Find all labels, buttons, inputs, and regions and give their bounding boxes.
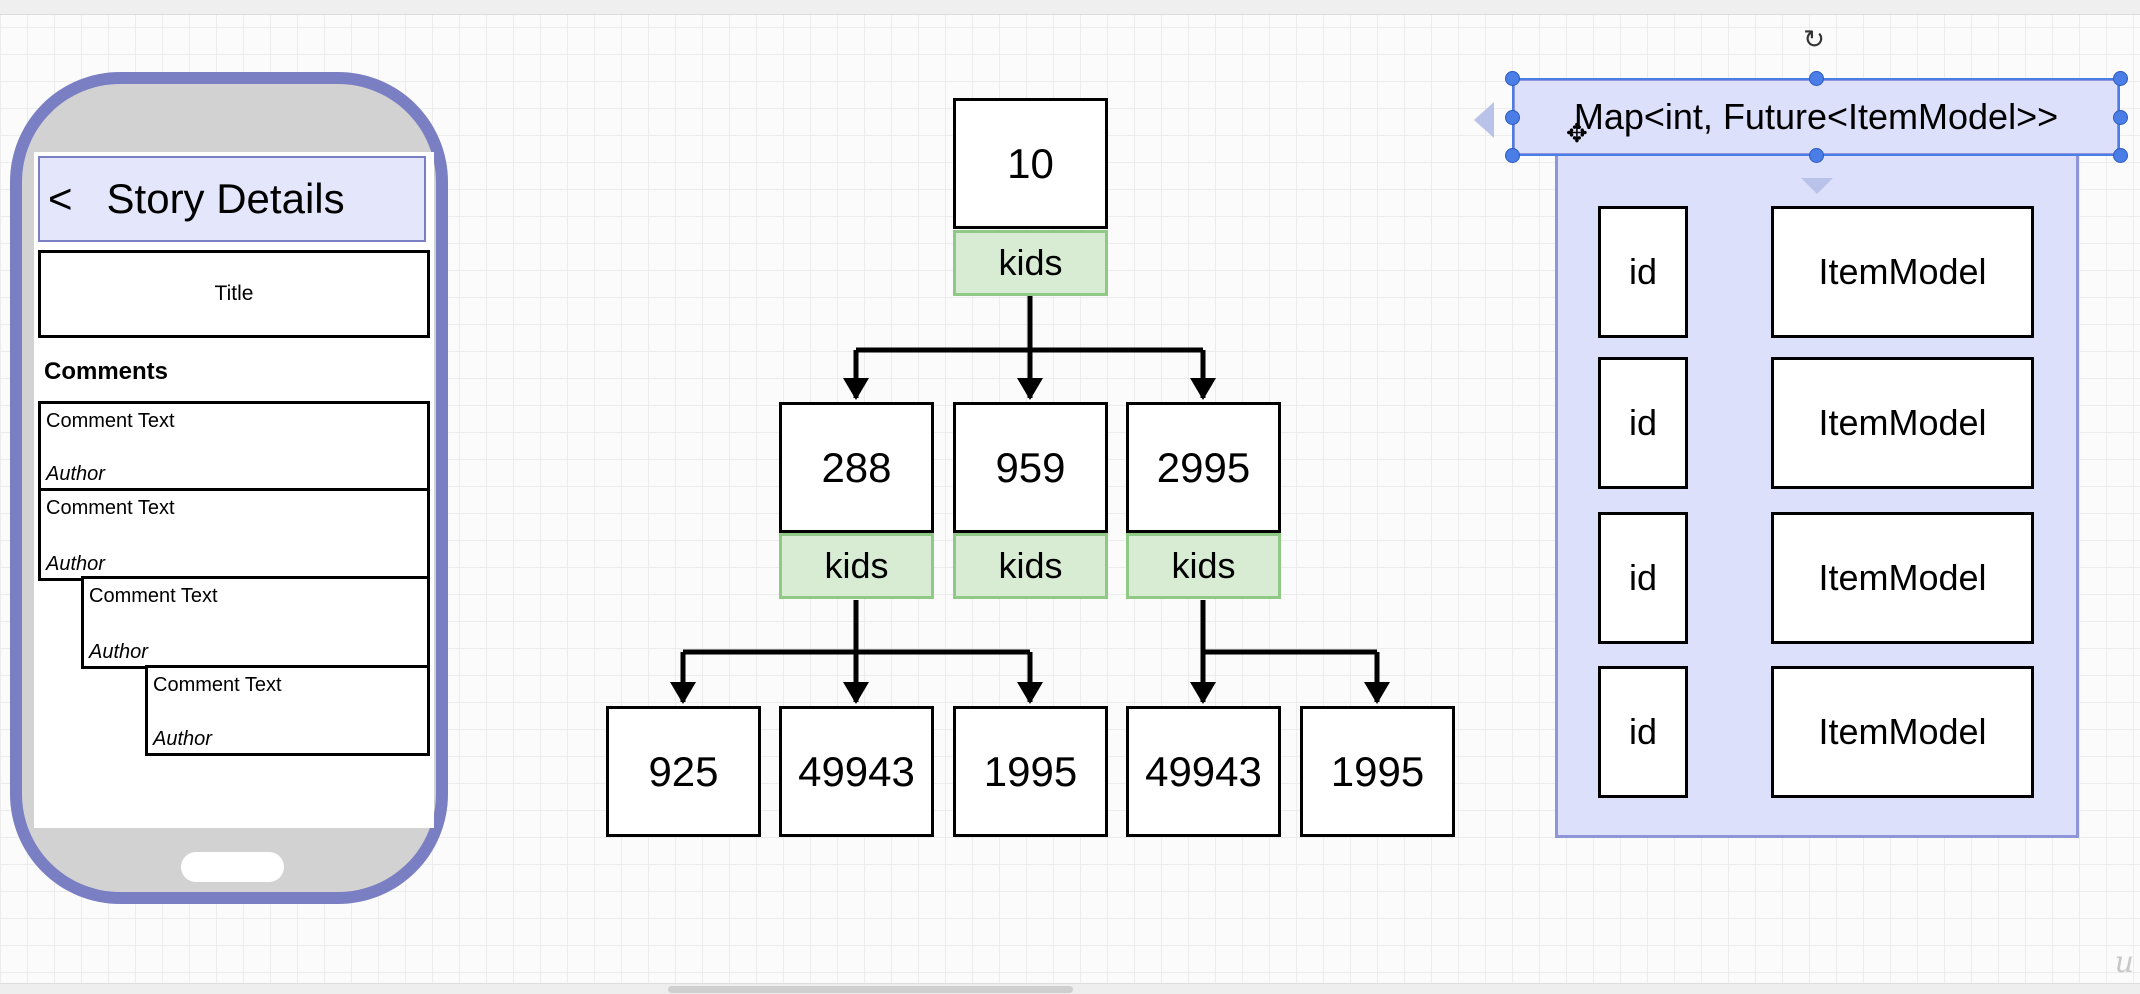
back-chevron-icon[interactable]: < (48, 175, 73, 222)
kids-text: kids (998, 242, 1063, 283)
watermark-logo: u (2114, 945, 2134, 980)
map-key-box[interactable]: id (1598, 206, 1688, 338)
node-id: 959 (995, 443, 1066, 491)
connection-hint-down-icon[interactable] (1801, 178, 1833, 194)
comment-text: Comment Text (153, 674, 282, 696)
node-id: 925 (648, 747, 719, 795)
comment-box-nested[interactable]: Comment Text Author (81, 576, 430, 669)
node-id: 49943 (798, 747, 915, 795)
kids-label-root[interactable]: kids (953, 230, 1108, 296)
tree-node-959[interactable]: 959 (953, 402, 1108, 533)
tree-node-root[interactable]: 10 (953, 98, 1108, 229)
map-value-text: ItemModel (1818, 557, 1987, 598)
map-key-text: id (1628, 402, 1658, 443)
resize-handle[interactable] (1505, 71, 1520, 86)
comment-box[interactable]: Comment Text Author (38, 401, 430, 491)
comment-author: Author (46, 553, 105, 575)
resize-handle[interactable] (2113, 110, 2128, 125)
resize-handle[interactable] (1809, 71, 1824, 86)
arrowhead (670, 682, 696, 704)
node-id: 1995 (983, 747, 1078, 795)
scrollbar-thumb[interactable] (668, 986, 1073, 993)
resize-handle[interactable] (2113, 148, 2128, 163)
kids-label-288[interactable]: kids (779, 533, 934, 599)
map-key-box[interactable]: id (1598, 357, 1688, 489)
arrowhead (1364, 682, 1390, 704)
map-key-text: id (1628, 251, 1658, 292)
map-value-box[interactable]: ItemModel (1771, 206, 2034, 338)
comment-author: Author (46, 463, 105, 485)
map-type-text: Map<int, Future<ItemModel>> (1573, 96, 2059, 137)
tree-leaf-49943-b[interactable]: 49943 (1126, 706, 1281, 837)
comment-text: Comment Text (89, 585, 218, 607)
comment-author: Author (153, 728, 212, 750)
arrowhead (843, 682, 869, 704)
phone-home-button (181, 852, 284, 882)
story-details-header[interactable]: < Story Details (38, 156, 426, 242)
comment-author: Author (89, 641, 148, 663)
resize-handle[interactable] (2113, 71, 2128, 86)
comment-text: Comment Text (46, 497, 175, 519)
arrowhead (1190, 682, 1216, 704)
connection-hint-left-icon[interactable] (1474, 102, 1494, 138)
kids-text: kids (998, 545, 1063, 586)
resize-handle[interactable] (1505, 148, 1520, 163)
bottom-scrollbar[interactable] (0, 983, 2140, 994)
rotate-icon[interactable]: ↻ (1803, 24, 1825, 54)
story-title-box[interactable]: Title (38, 250, 430, 338)
arrowhead (1017, 378, 1043, 400)
story-title-text: Title (214, 282, 254, 305)
kids-label-2995[interactable]: kids (1126, 533, 1281, 599)
map-value-box[interactable]: ItemModel (1771, 666, 2034, 798)
arrowhead (843, 378, 869, 400)
tree-node-288[interactable]: 288 (779, 402, 934, 533)
node-id: 1995 (1330, 747, 1425, 795)
map-value-box[interactable]: ItemModel (1771, 357, 2034, 489)
arrowhead (1017, 682, 1043, 704)
kids-text: kids (1171, 545, 1236, 586)
tree-leaf-49943[interactable]: 49943 (779, 706, 934, 837)
move-cursor-icon: ✥ (1566, 118, 1588, 148)
map-key-box[interactable]: id (1598, 666, 1688, 798)
header-title: Story Details (106, 175, 345, 222)
tree-leaf-1995[interactable]: 1995 (953, 706, 1108, 837)
tree-leaf-925[interactable]: 925 (606, 706, 761, 837)
kids-label-959[interactable]: kids (953, 533, 1108, 599)
map-type-label[interactable]: Map<int, Future<ItemModel>> (1512, 78, 2120, 156)
map-value-text: ItemModel (1818, 402, 1987, 443)
resize-handle[interactable] (1505, 110, 1520, 125)
comment-text: Comment Text (46, 410, 175, 432)
map-key-text: id (1628, 557, 1658, 598)
node-id: 10 (1007, 139, 1054, 187)
resize-handle[interactable] (1809, 148, 1824, 163)
node-id: 49943 (1145, 747, 1262, 795)
map-value-box[interactable]: ItemModel (1771, 512, 2034, 644)
map-value-text: ItemModel (1818, 251, 1987, 292)
map-value-text: ItemModel (1818, 711, 1987, 752)
node-id: 288 (821, 443, 892, 491)
tree-leaf-1995-b[interactable]: 1995 (1300, 706, 1455, 837)
tree-node-2995[interactable]: 2995 (1126, 402, 1281, 533)
comments-heading: Comments (44, 358, 169, 385)
top-toolbar-strip (0, 0, 2140, 15)
arrowhead (1190, 378, 1216, 400)
map-key-text: id (1628, 711, 1658, 752)
map-key-box[interactable]: id (1598, 512, 1688, 644)
kids-text: kids (824, 545, 889, 586)
node-id: 2995 (1156, 443, 1251, 491)
comment-box-nested[interactable]: Comment Text Author (145, 665, 430, 756)
